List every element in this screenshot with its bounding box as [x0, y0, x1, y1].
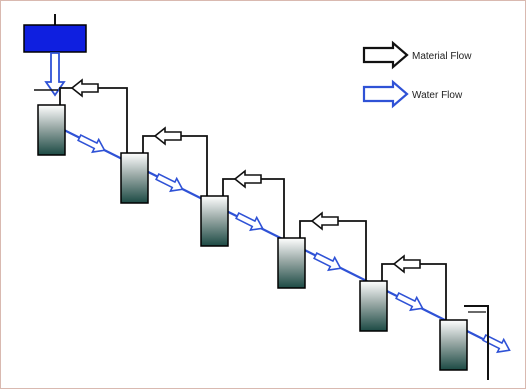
- header-tank: [23, 24, 87, 53]
- wash-tank-5: [359, 280, 388, 332]
- material-flow-label: Material Flow: [412, 51, 472, 62]
- water-flow-arrow-6: [482, 333, 511, 354]
- material-flow-arrow-4: [310, 211, 339, 231]
- outlet-pipe: [464, 305, 489, 380]
- material-flow-arrow-2: [153, 126, 182, 146]
- wash-tank-6: [439, 319, 468, 371]
- water-flow-arrow-4: [313, 251, 342, 272]
- material-link-5: [381, 263, 447, 320]
- water-flow-label: Water Flow: [412, 90, 463, 101]
- water-flow-arrow-3: [235, 211, 264, 232]
- material-flow-arrow-3: [233, 169, 262, 189]
- water-flow-arrow-1: [77, 133, 106, 154]
- material-flow-legend-icon: [362, 40, 409, 70]
- material-flow-arrow-5: [392, 254, 421, 274]
- wash-tank-4: [277, 237, 306, 289]
- wash-tank-3: [200, 195, 229, 247]
- material-flow-arrow-1: [70, 78, 99, 98]
- legend: Material Flow Water Flow: [362, 40, 472, 109]
- water-flow-arrow-2: [155, 172, 184, 193]
- wash-tank-2: [120, 152, 149, 204]
- wash-tank-1: [37, 104, 66, 156]
- water-flow-arrow-5: [395, 291, 424, 312]
- water-flow-legend-icon: [362, 79, 409, 109]
- material-link-4: [299, 220, 367, 281]
- water-flow-line: [39, 117, 506, 351]
